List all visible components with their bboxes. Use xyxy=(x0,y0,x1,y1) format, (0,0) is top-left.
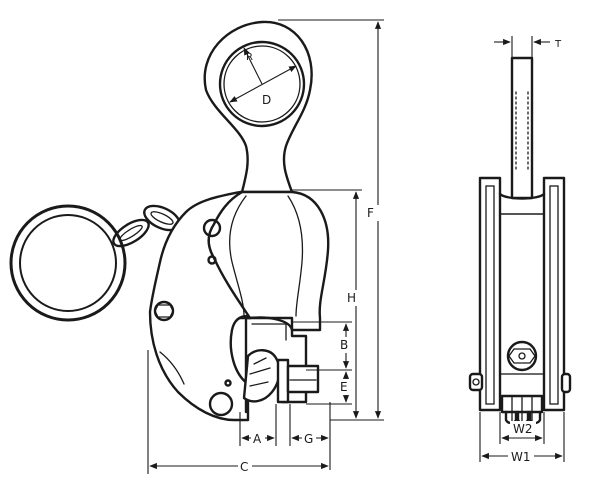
side-labels: T W2 W1 xyxy=(508,39,562,464)
label-g: G xyxy=(304,432,313,446)
side-view: T W2 W1 xyxy=(468,36,572,464)
label-a: A xyxy=(253,432,262,446)
label-e: E xyxy=(340,380,348,394)
side-nut xyxy=(506,340,538,372)
side-shackle xyxy=(510,56,534,200)
label-f: F xyxy=(367,206,374,220)
label-r: R xyxy=(246,52,253,63)
label-b: B xyxy=(340,338,348,352)
label-h: H xyxy=(347,291,356,305)
clamp-body xyxy=(148,190,330,422)
side-plates xyxy=(478,176,566,412)
label-t: T xyxy=(554,39,562,50)
chain-links xyxy=(112,204,181,248)
shackle-eye xyxy=(203,20,313,194)
front-labels: R D F H B E A G C xyxy=(238,52,379,474)
lifting-ring xyxy=(9,204,127,322)
label-w1: W1 xyxy=(511,450,531,464)
label-d: D xyxy=(262,93,271,107)
label-w2: W2 xyxy=(513,422,533,436)
side-bosses xyxy=(468,372,572,394)
label-c: C xyxy=(240,460,248,474)
side-jaws xyxy=(500,394,544,425)
front-view: R D F H B E A G C xyxy=(9,19,384,474)
